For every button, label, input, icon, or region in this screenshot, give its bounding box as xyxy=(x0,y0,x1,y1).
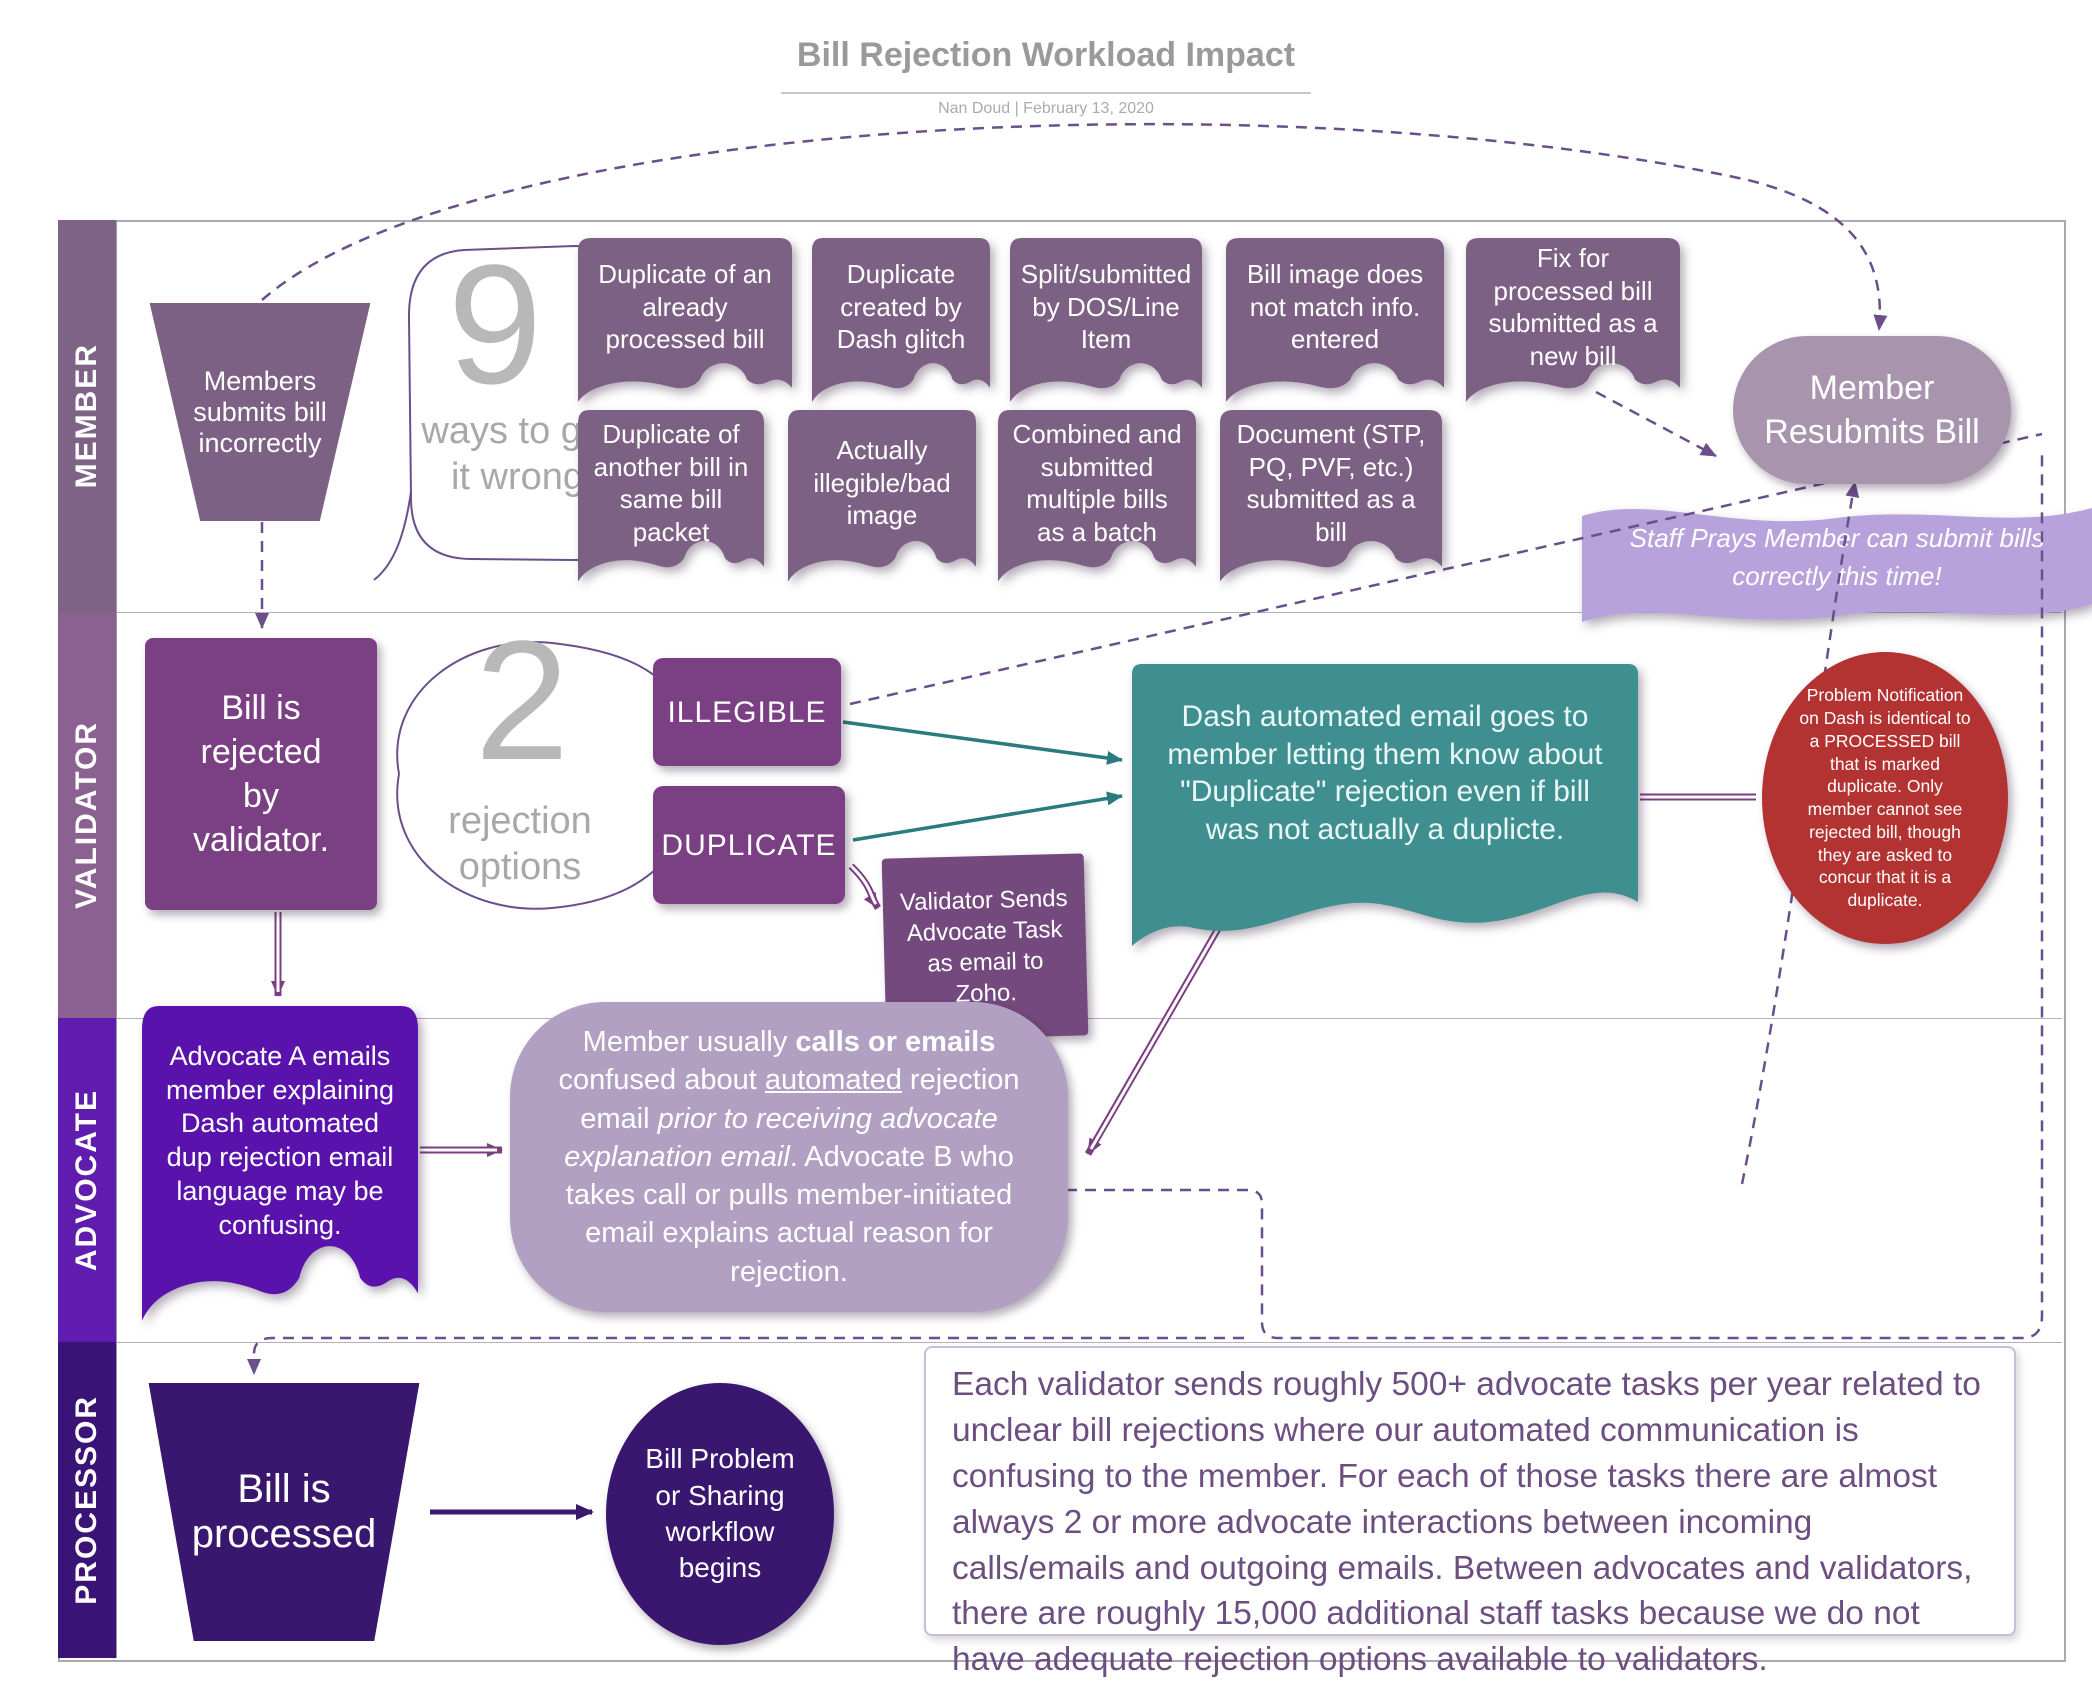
count-two-caption: rejection options xyxy=(448,800,592,889)
advocate-a-text: Advocate A emails member explaining Dash… xyxy=(165,1040,395,1240)
member-resubmits-text: Member Resubmits Bill xyxy=(1764,368,1980,451)
count-nine: 9 xyxy=(447,230,543,420)
reason-text: Combined and submitted multiple bills as… xyxy=(1012,419,1182,547)
reason-text: Actually illegible/bad image xyxy=(813,435,951,531)
workflow-circle: Bill Problem or Sharing workflow begins xyxy=(606,1383,834,1645)
member-resubmits-pill: Member Resubmits Bill xyxy=(1733,336,2011,484)
lane-strip-edge xyxy=(116,220,117,1658)
ribbon-text: Staff Prays Member can submit bills corr… xyxy=(1629,523,2045,591)
option-illegible-box: ILLEGIBLE xyxy=(653,658,841,766)
bill-processed-text: Bill is processed xyxy=(191,1467,377,1556)
reason-text: Fix for processed bill submitted as a ne… xyxy=(1488,243,1658,371)
byline: Nan Doud | February 13, 2020 xyxy=(938,100,1154,117)
swimlane-member-label: MEMBER xyxy=(58,220,116,612)
reason-banner: Split/submitted by DOS/Line Item xyxy=(1010,238,1202,410)
dash-email-text: Dash automated email goes to member lett… xyxy=(1167,700,1603,846)
reason-banner: Duplicate of an already processed bill xyxy=(578,238,792,410)
lane-label: MEMBER xyxy=(70,343,103,489)
lane-divider xyxy=(116,1342,2062,1343)
reason-text: Duplicate created by Dash glitch xyxy=(836,259,966,355)
bill-rejected-text: Bill is rejected by validator. xyxy=(192,688,330,860)
bill-rejected-box: Bill is rejected by validator. xyxy=(145,638,377,910)
reason-banner: Bill image does not match info. entered xyxy=(1226,238,1444,410)
validator-task-text: Validator Sends Advocate Task as email t… xyxy=(899,884,1068,1008)
member-confused-text: Member usually calls or emails confused … xyxy=(558,1026,1020,1288)
reason-text: Bill image does not match info. entered xyxy=(1246,259,1424,355)
workflow-text: Bill Problem or Sharing workflow begins xyxy=(645,1443,795,1584)
workload-summary-text: Each validator sends roughly 500+ advoca… xyxy=(952,1366,1981,1679)
title-underline xyxy=(781,92,1311,94)
problem-notification-circle: Problem Notification on Dash is identica… xyxy=(1762,652,2008,944)
page-title: Bill Rejection Workload Impact xyxy=(796,36,1296,74)
reason-text: Document (STP, PQ, PVF, etc.) submitted … xyxy=(1236,419,1426,547)
banner-shape xyxy=(142,1006,418,1321)
dash-email-note: Dash automated email goes to member lett… xyxy=(1132,664,1638,954)
swimlane-validator-label: VALIDATOR xyxy=(58,612,116,1018)
reason-banner: Combined and submitted multiple bills as… xyxy=(998,410,1196,590)
lane-label: ADVOCATE xyxy=(70,1088,103,1272)
reason-text: Split/submitted by DOS/Line Item xyxy=(1020,259,1192,355)
option-duplicate-text: DUPLICATE xyxy=(661,828,837,862)
bill-processed-trapezoid: Bill is processed xyxy=(148,1383,420,1641)
member-confused-blob: Member usually calls or emails confused … xyxy=(510,1002,1068,1312)
reason-banner: Actually illegible/bad image xyxy=(788,410,976,590)
swimlane-advocate-label: ADVOCATE xyxy=(58,1018,116,1342)
swimlane-processor-label: PROCESSOR xyxy=(58,1342,116,1658)
reason-banner: Duplicate of another bill in same bill p… xyxy=(578,410,764,590)
lane-label: VALIDATOR xyxy=(70,721,103,909)
lane-label: PROCESSOR xyxy=(70,1395,103,1605)
option-duplicate-box: DUPLICATE xyxy=(653,786,845,904)
reason-banner: Duplicate created by Dash glitch xyxy=(812,238,990,410)
reason-text: Duplicate of an already processed bill xyxy=(598,259,772,355)
workload-summary-box: Each validator sends roughly 500+ advoca… xyxy=(924,1346,2016,1678)
reason-text: Duplicate of another bill in same bill p… xyxy=(593,419,749,547)
problem-notification-text: Problem Notification on Dash is identica… xyxy=(1799,685,1971,910)
advocate-a-banner: Advocate A emails member explaining Dash… xyxy=(142,1006,418,1336)
staff-prays-ribbon: Staff Prays Member can submit bills corr… xyxy=(1582,486,2092,650)
reason-banner: Fix for processed bill submitted as a ne… xyxy=(1466,238,1680,410)
option-illegible-text: ILLEGIBLE xyxy=(667,695,827,729)
member-submits-text: Members submits bill incorrectly xyxy=(193,365,327,458)
count-two: 2 xyxy=(474,606,570,796)
reason-banner: Document (STP, PQ, PVF, etc.) submitted … xyxy=(1220,410,1442,590)
